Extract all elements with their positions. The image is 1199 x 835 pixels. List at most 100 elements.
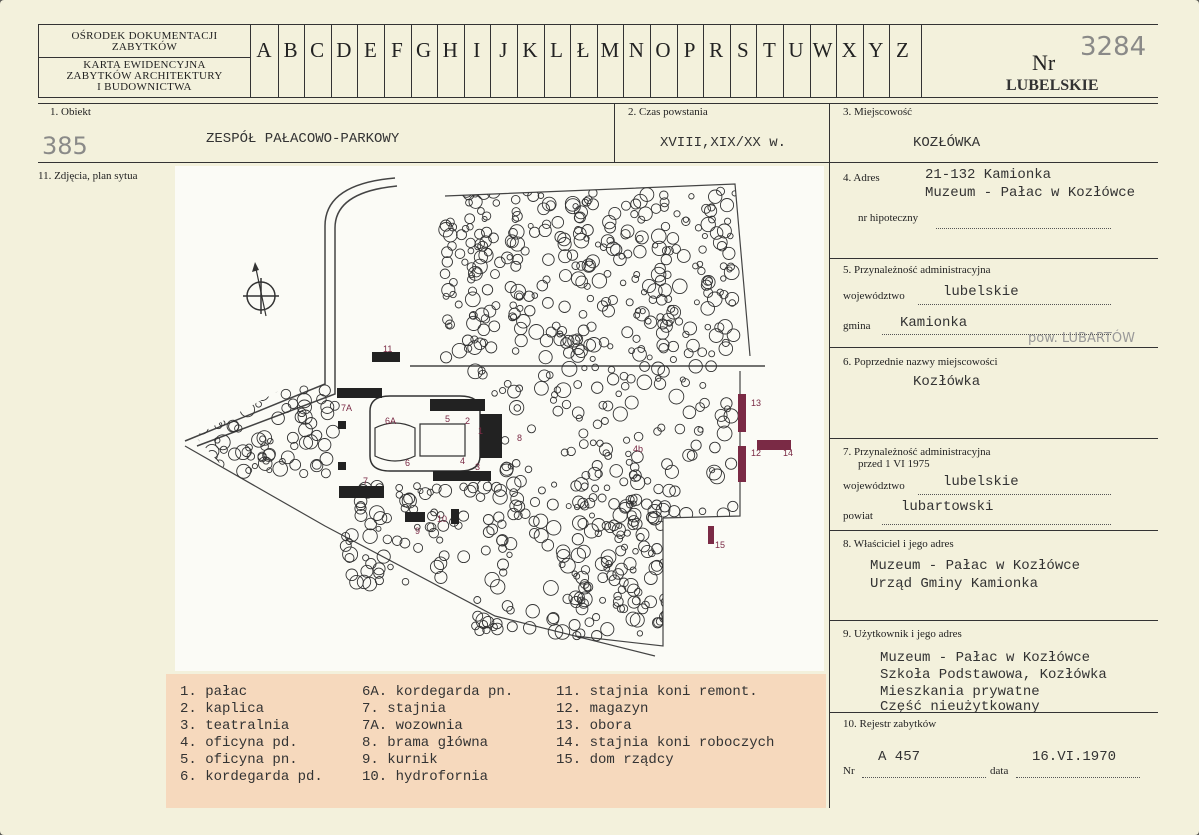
plan-tree: [630, 210, 639, 219]
plan-tree: [561, 399, 572, 410]
plan-tree: [534, 380, 549, 396]
index-letter: R: [709, 38, 724, 62]
plan-tree: [623, 436, 631, 444]
plan-tree: [451, 342, 468, 359]
index-letter: E: [363, 38, 377, 62]
powiat-line: [882, 524, 1111, 525]
plan-marker-15: [708, 526, 714, 544]
plan-tree: [448, 222, 458, 232]
plan-tree: [545, 200, 556, 211]
plan-tree: [723, 408, 739, 424]
plan-tree: [320, 468, 331, 479]
section-line-7: [829, 438, 1158, 439]
index-divider: [384, 24, 385, 98]
plan-tree: [503, 379, 512, 388]
plan-tree: [661, 312, 675, 326]
plan-tree: [602, 449, 610, 457]
plan-tree: [228, 447, 242, 461]
plan-tree: [578, 428, 589, 439]
plan-tree: [609, 464, 623, 478]
plan-tree: [369, 505, 385, 521]
plan-tree: [643, 477, 652, 485]
plan-tree: [556, 325, 568, 337]
plan-tree: [391, 535, 403, 546]
plan-tree: [639, 308, 646, 315]
section-line-9: [829, 620, 1158, 621]
plan-tree: [537, 202, 550, 216]
przynaleznosc-label: 5. Przynależność administracyjna: [843, 264, 991, 276]
plan-tree: [584, 497, 596, 509]
plan-tree: [205, 380, 220, 394]
plan-tree: [576, 591, 593, 608]
plan-tree: [653, 377, 667, 390]
plan-tree: [650, 203, 662, 214]
plan-tree: [709, 441, 721, 454]
plan-tree: [574, 211, 586, 224]
plan-tree: [558, 249, 573, 264]
plan-tree: [356, 574, 372, 590]
plan-tree: [652, 242, 659, 249]
rejestr-nr-label: Nr: [843, 765, 855, 777]
plan-tree: [514, 321, 528, 336]
legend-item: 5. oficyna pn.: [180, 752, 298, 768]
plan-tree: [640, 288, 648, 296]
plan-building-7: [339, 486, 384, 498]
plan-tree: [562, 334, 575, 347]
plan-tree: [653, 617, 664, 628]
plan-tree: [200, 385, 215, 400]
plan-number-label: 4: [460, 456, 465, 466]
plan-tree: [441, 256, 453, 268]
rejestr-label: 10. Rejestr zabytków: [843, 718, 937, 730]
plan-forecourt: [374, 422, 416, 462]
plan-tree: [227, 391, 234, 399]
plan-tree: [631, 596, 641, 606]
plan-tree: [667, 340, 679, 353]
plan-tree: [602, 214, 617, 230]
plan-tree: [269, 382, 280, 393]
plan-tree: [479, 235, 492, 248]
plan-tree: [444, 319, 455, 330]
plan-tree: [617, 585, 627, 594]
plan-tree: [413, 542, 424, 553]
plan-tree: [574, 226, 583, 235]
plan-tree: [543, 580, 559, 596]
plan-tree: [510, 283, 527, 300]
plan-tree: [686, 338, 700, 353]
plan-tree: [571, 533, 585, 546]
legend-item: 7A. wozownia: [362, 718, 463, 734]
plan-tree: [650, 266, 667, 283]
plan-tree: [463, 484, 477, 498]
plan-tree: [612, 568, 624, 580]
plan-tree: [635, 234, 644, 243]
plan-tree: [664, 519, 674, 529]
plan-tree: [656, 313, 665, 322]
plan-tree: [281, 403, 292, 414]
plan-tree: [630, 474, 646, 491]
plan-tree: [596, 439, 604, 447]
plan-tree: [574, 205, 588, 220]
top-border: [38, 24, 1158, 25]
plan-tree: [572, 515, 588, 531]
plan-tree: [471, 621, 480, 631]
right-column-border: [829, 162, 830, 808]
plan-tree: [660, 221, 671, 232]
plan-tree: [570, 271, 586, 287]
plan-tree: [686, 450, 698, 461]
rejestr-nr-line: [862, 777, 986, 778]
plan-tree: [598, 336, 610, 348]
index-divider: [304, 24, 306, 98]
plan-tree: [723, 264, 740, 281]
wojewodztwo2-label: województwo: [843, 480, 905, 492]
plan-tree: [541, 219, 552, 229]
adres-line1: 21-132 Kamionka: [925, 167, 1052, 183]
institution-name: OŚRODEK DOKUMENTACJI ZABYTKÓW: [71, 30, 218, 53]
index-letter: D: [336, 38, 352, 62]
plan-tree: [262, 448, 276, 462]
plan-tree: [619, 279, 627, 287]
plan-tree: [597, 572, 609, 584]
plan-tree: [465, 198, 473, 207]
header-inner-line: [38, 57, 250, 58]
plan-tree: [551, 321, 561, 331]
plan-tree: [709, 467, 716, 474]
plan-tree: [648, 295, 658, 304]
